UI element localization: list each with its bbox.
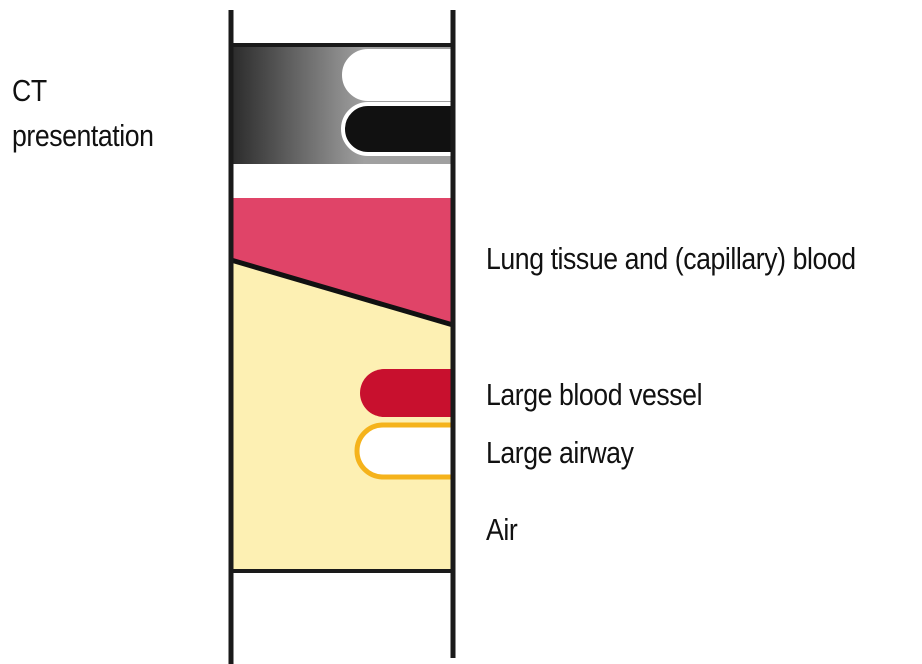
ct-presentation-label-line2: presentation — [12, 117, 154, 155]
blood-vessel-shape — [360, 369, 453, 417]
air-label: Air — [486, 511, 517, 549]
airway-shape — [357, 425, 453, 477]
ct-air-capsule — [343, 50, 453, 100]
airway-label: Large airway — [486, 434, 633, 472]
ct-presentation-label-line1: CT — [12, 72, 47, 110]
ct-airway-capsule — [343, 104, 453, 154]
lung-tissue-label: Lung tissue and (capillary) blood — [486, 240, 856, 278]
blood-vessel-label: Large blood vessel — [486, 376, 702, 414]
